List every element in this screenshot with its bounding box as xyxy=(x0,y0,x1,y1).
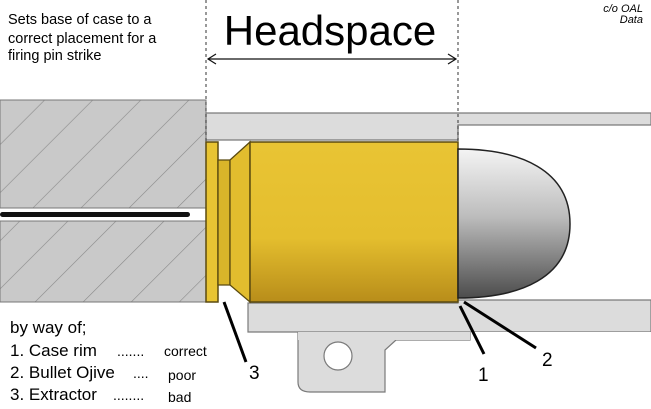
callout-leaders xyxy=(222,300,537,363)
methods-list: by way of; 1. Case rim ....... correct 2… xyxy=(10,318,207,405)
case-rim xyxy=(205,141,219,303)
cartridge-case xyxy=(205,140,459,304)
method-rating: poor xyxy=(168,367,196,383)
headspace-label: Headspace xyxy=(224,7,436,54)
caption: Sets base of case to a correct placement… xyxy=(8,12,157,64)
breech-face xyxy=(0,99,207,303)
barrel-lower-wall xyxy=(247,299,651,333)
methods-intro: by way of; xyxy=(10,318,87,337)
method-name: 3. Extractor xyxy=(10,385,97,404)
method-leader: ....... xyxy=(117,343,144,359)
method-rating: correct xyxy=(164,343,207,359)
caption-line-2: correct placement for a xyxy=(8,31,157,47)
caption-line-3: firing pin strike xyxy=(8,48,101,64)
credit-line-2: Data xyxy=(620,14,643,26)
caption-line-1: Sets base of case to a xyxy=(8,12,152,28)
firing-pin xyxy=(0,207,206,222)
callout-3: 3 xyxy=(249,363,260,384)
credit: c/o OAL Data xyxy=(603,3,643,26)
method-leader: ........ xyxy=(113,387,144,403)
case-body xyxy=(249,141,459,303)
barrel-upper-wall xyxy=(205,112,651,141)
callout-2: 2 xyxy=(542,350,553,371)
method-name: 2. Bullet Ojive xyxy=(10,363,115,382)
headspace-arrow xyxy=(206,53,458,65)
credit-line-1: c/o OAL xyxy=(603,3,643,15)
method-name: 1. Case rim xyxy=(10,341,97,360)
bullet xyxy=(457,148,571,299)
callout-1: 1 xyxy=(478,365,489,386)
method-leader: .... xyxy=(133,365,149,381)
frame-lug xyxy=(297,332,651,409)
method-rating: bad xyxy=(168,389,191,405)
frame-hole xyxy=(323,341,353,371)
